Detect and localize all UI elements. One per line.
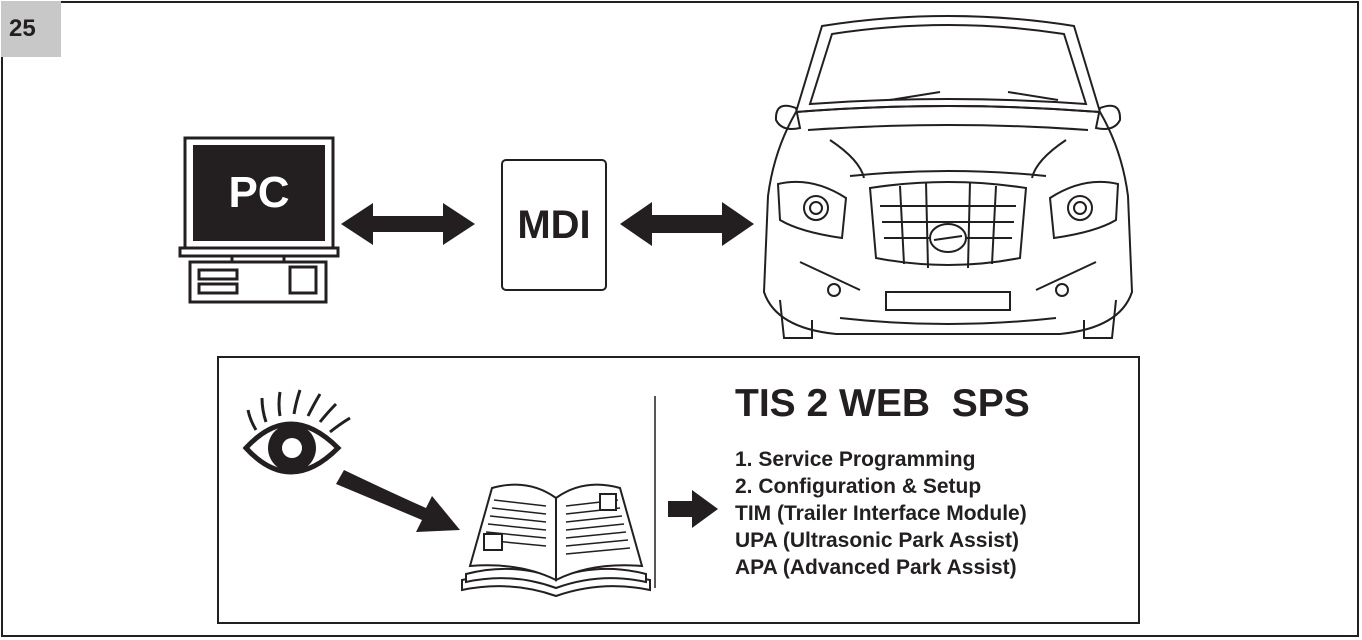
list-item: 1. Service Programming xyxy=(735,448,976,471)
mdi-interface-icon xyxy=(501,159,607,291)
open-book-icon xyxy=(461,483,651,598)
pc-mdi-double-arrow xyxy=(341,203,475,245)
eye-icon xyxy=(242,389,351,475)
mdi-label: MDI xyxy=(517,203,591,247)
list-item: UPA (Ultrasonic Park Assist) xyxy=(735,529,1019,552)
pc-computer-icon xyxy=(178,136,340,304)
tis-info-panel: TIS 2 WEB SPS 1. Service Programming 2. … xyxy=(217,356,1140,624)
to-list-arrow xyxy=(668,490,718,528)
figure-number: 25 xyxy=(1,1,61,57)
mdi-car-double-arrow xyxy=(620,202,754,246)
list-item: TIM (Trailer Interface Module) xyxy=(735,502,1027,525)
pc-label: PC xyxy=(228,168,290,217)
eye-to-book-arrow xyxy=(336,470,460,532)
list-item: 2. Configuration & Setup xyxy=(735,475,982,498)
list-item: APA (Advanced Park Assist) xyxy=(735,556,1017,579)
car-front-icon xyxy=(762,15,1134,339)
panel-item-list: 1. Service Programming 2. Configuration … xyxy=(735,446,1027,581)
panel-title: TIS 2 WEB SPS xyxy=(735,382,1030,425)
